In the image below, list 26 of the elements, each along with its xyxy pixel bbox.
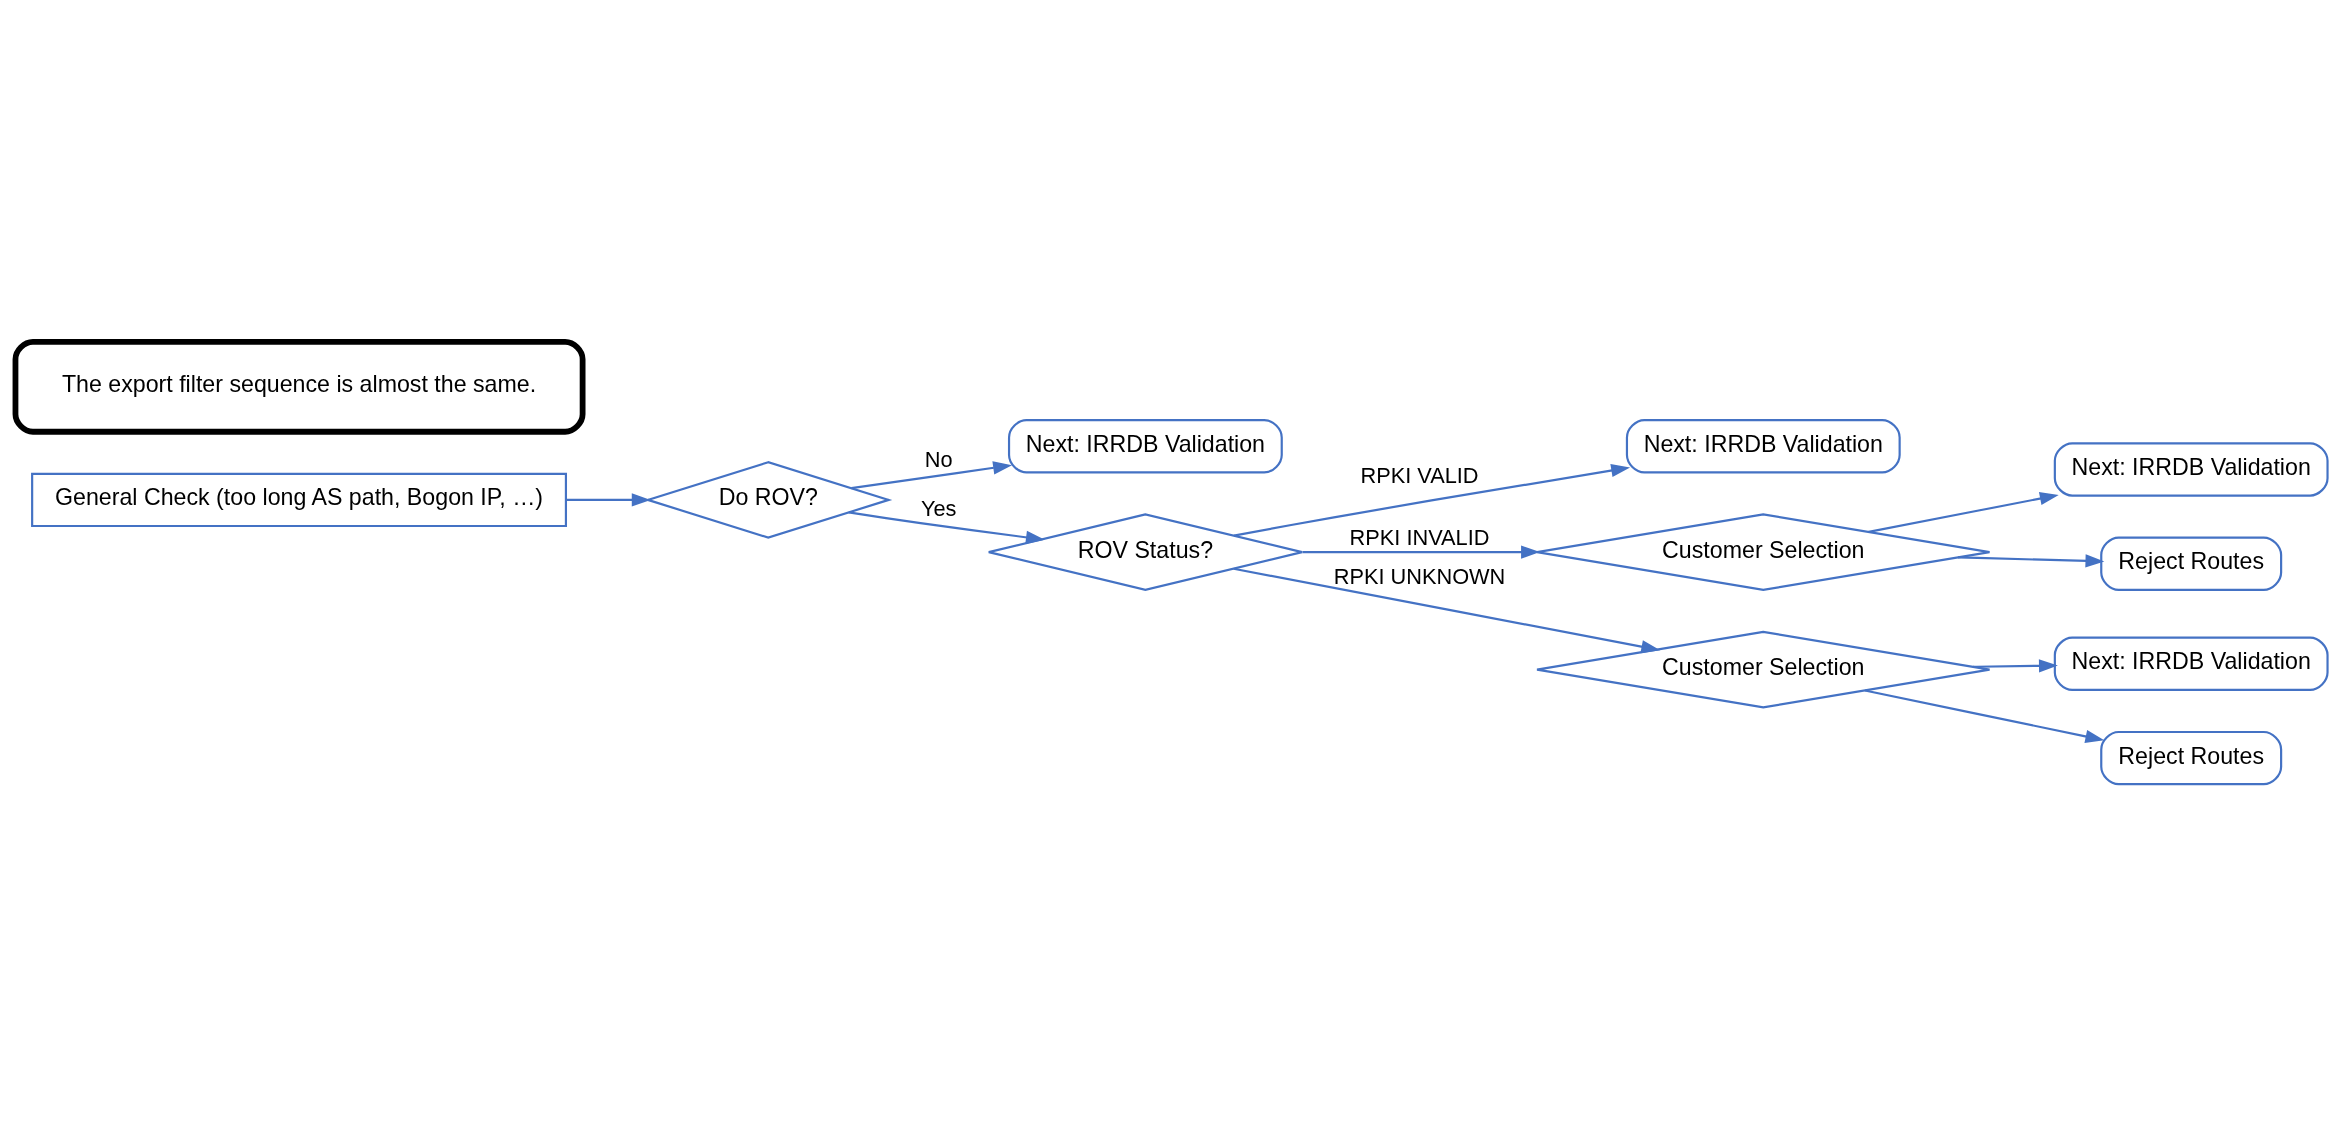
edge-label: RPKI UNKNOWN	[1333, 563, 1506, 589]
arrow	[1957, 553, 2105, 567]
node-box: Reject Routes	[2100, 730, 2283, 785]
edge-label: RPKI INVALID	[1349, 524, 1490, 550]
node-box: Reject Routes	[2100, 536, 2283, 591]
edge-label: RPKI VALID	[1360, 462, 1479, 487]
node-diamond: Customer Selection	[1535, 630, 1991, 708]
node-box: Next: IRRDB Validation	[1625, 418, 1901, 473]
node-box: General Check (too long AS path, Bogon IP, …)	[31, 472, 567, 527]
edge-label: Yes	[920, 495, 957, 521]
arrow	[1864, 688, 2105, 743]
node-box: Next: IRRDB Validation	[2053, 441, 2329, 497]
arrow	[851, 460, 1013, 489]
arrow	[1972, 658, 2058, 672]
edge-label: No	[924, 446, 953, 472]
arrow	[1233, 463, 1631, 537]
arrow	[566, 492, 651, 506]
node-diamond: ROV Status?	[987, 512, 1304, 591]
arrow	[848, 510, 1045, 544]
arrow	[1868, 491, 2059, 533]
arrow	[1233, 567, 1661, 653]
node-box: Next: IRRDB Validation	[1007, 418, 1283, 473]
node-diamond: Customer Selection	[1535, 512, 1991, 591]
node-box: Next: IRRDB Validation	[2053, 636, 2329, 691]
arrow	[1302, 545, 1540, 559]
node-box: The export filter sequence is almost the same.	[12, 338, 586, 435]
